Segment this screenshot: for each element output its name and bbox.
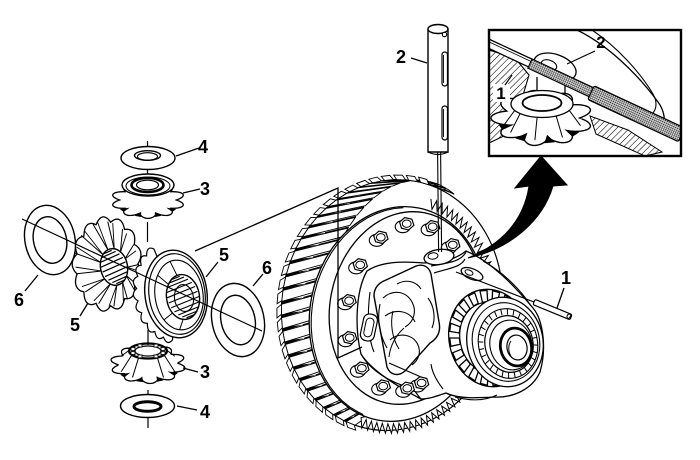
svg-text:4: 4 (198, 137, 208, 157)
svg-text:1: 1 (561, 268, 571, 288)
svg-text:5: 5 (70, 315, 80, 335)
svg-text:6: 6 (262, 258, 272, 278)
svg-text:1: 1 (496, 84, 505, 103)
svg-text:2: 2 (596, 33, 605, 52)
svg-text:3: 3 (200, 362, 210, 382)
svg-text:5: 5 (219, 245, 229, 265)
svg-text:2: 2 (396, 47, 406, 67)
svg-text:4: 4 (200, 402, 210, 422)
svg-text:6: 6 (14, 290, 24, 310)
svg-text:3: 3 (200, 179, 210, 199)
